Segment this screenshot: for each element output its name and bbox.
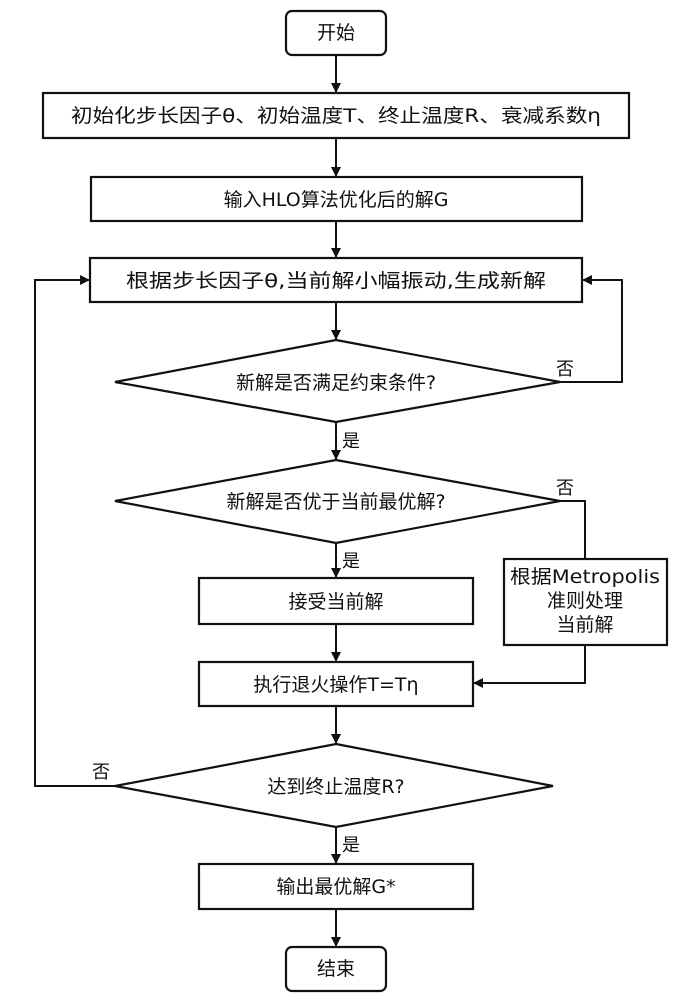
node-perturb: 根据步长因子θ,当前解小幅振动,生成新解 bbox=[88, 256, 584, 304]
edge-labels: 否 是 否 是 否 是 bbox=[92, 359, 574, 856]
node-init-label: 初始化步长因子θ、初始温度T、终止温度R、衰减系数η bbox=[71, 105, 601, 127]
label-temp-no: 否 bbox=[92, 762, 110, 783]
node-input: 输入HLO算法优化后的解G bbox=[89, 175, 584, 223]
node-check-constraint-label: 新解是否满足约束条件? bbox=[236, 372, 436, 394]
node-check-better-label: 新解是否优于当前最优解? bbox=[226, 491, 445, 513]
label-better-no: 否 bbox=[556, 478, 574, 499]
edge-temp-no-loop bbox=[34, 275, 115, 787]
label-constraint-no: 否 bbox=[556, 359, 574, 380]
node-anneal-label: 执行退火操作T=Tη bbox=[253, 674, 418, 696]
node-metropolis-line-3: 当前解 bbox=[556, 614, 613, 636]
node-metropolis-line-2: 准则处理 bbox=[547, 590, 623, 612]
edge-constraint-no-loop bbox=[560, 275, 623, 383]
edge-metropolis-anneal bbox=[473, 645, 586, 688]
node-check-constraint: 新解是否满足约束条件? bbox=[114, 338, 561, 424]
node-accept-label: 接受当前解 bbox=[288, 591, 383, 613]
node-output-label: 输出最优解G* bbox=[276, 876, 395, 898]
node-init: 初始化步长因子θ、初始温度T、终止温度R、衰减系数η bbox=[41, 91, 631, 140]
node-output: 输出最优解G* bbox=[197, 862, 475, 911]
node-end: 结束 bbox=[284, 945, 388, 993]
node-anneal: 执行退火操作T=Tη bbox=[197, 660, 475, 708]
node-check-better: 新解是否优于当前最优解? bbox=[114, 458, 561, 545]
label-better-yes: 是 bbox=[342, 551, 360, 572]
node-perturb-label: 根据步长因子θ,当前解小幅振动,生成新解 bbox=[126, 270, 546, 292]
node-accept: 接受当前解 bbox=[197, 576, 475, 626]
node-start-label: 开始 bbox=[317, 22, 355, 44]
node-start: 开始 bbox=[284, 9, 388, 57]
node-end-label: 结束 bbox=[317, 958, 355, 980]
node-metropolis-line-1: 根据Metropolis bbox=[510, 566, 660, 588]
edges bbox=[34, 55, 623, 947]
node-check-temp-label: 达到终止温度R? bbox=[267, 776, 404, 798]
node-metropolis: 根据Metropolis 准则处理 当前解 bbox=[502, 557, 669, 647]
label-temp-yes: 是 bbox=[342, 835, 360, 856]
node-input-label: 输入HLO算法优化后的解G bbox=[224, 189, 449, 211]
node-check-temp: 达到终止温度R? bbox=[114, 742, 554, 829]
edge-better-no bbox=[560, 500, 586, 559]
label-constraint-yes: 是 bbox=[342, 431, 360, 452]
